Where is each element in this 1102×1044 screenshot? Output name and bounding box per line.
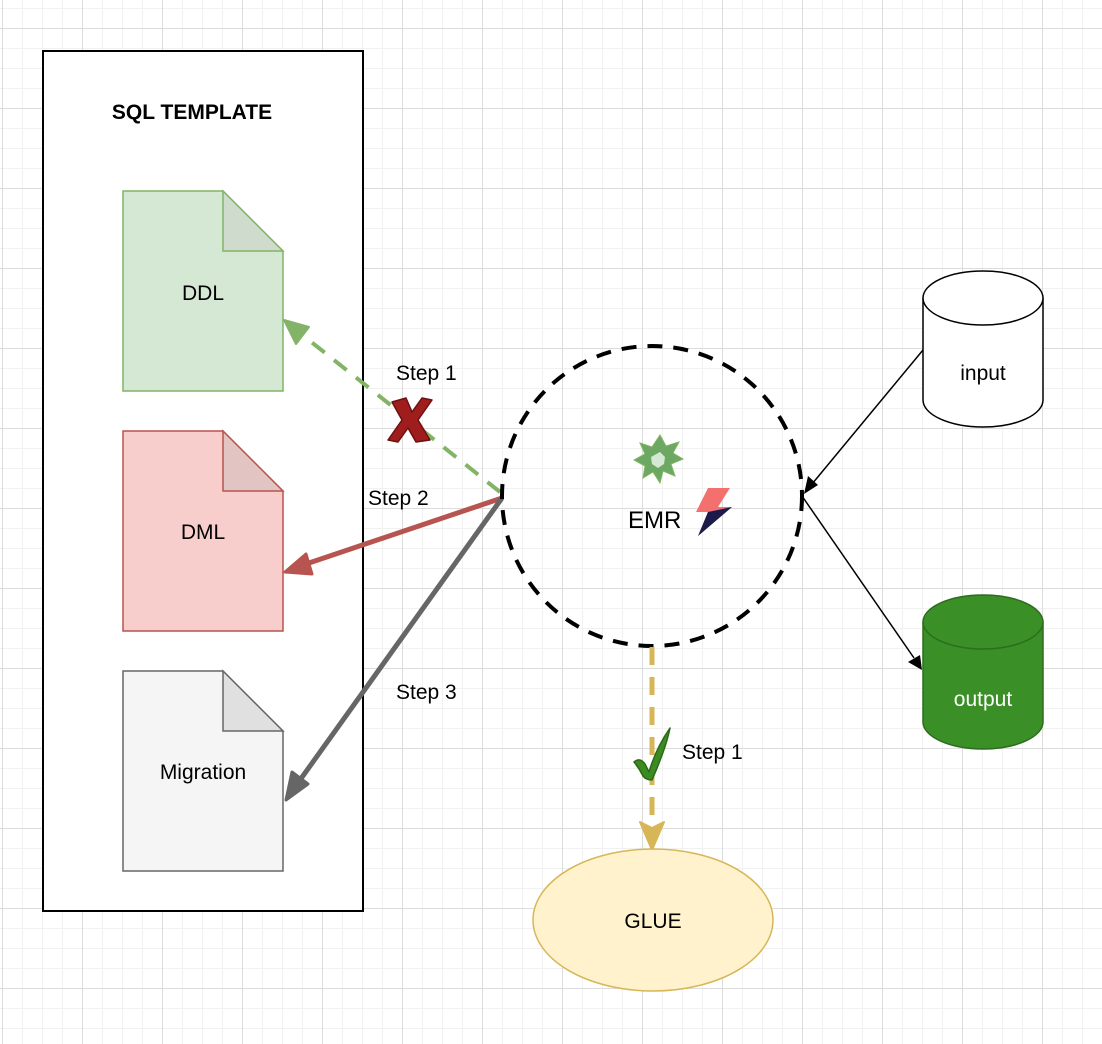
starburst-icon [632, 434, 685, 485]
x-mark-icon [387, 397, 433, 443]
emr-node[interactable]: EMR [500, 344, 804, 648]
ddl-document[interactable]: DDL [122, 189, 285, 392]
lightning-icon [696, 488, 732, 536]
glue-label: GLUE [624, 910, 681, 933]
glue-node[interactable]: GLUE [532, 848, 774, 992]
ddl-label: DDL [182, 282, 224, 305]
edge-step2-dml[interactable] [283, 495, 503, 576]
migration-document[interactable]: Migration [122, 669, 285, 872]
dml-document[interactable]: DML [122, 429, 285, 632]
dml-label: DML [181, 521, 225, 544]
edge-step3-migration[interactable] [284, 496, 505, 802]
migration-label: Migration [160, 761, 246, 784]
emr-label: EMR [628, 507, 681, 534]
output-datastore[interactable]: output [922, 594, 1044, 750]
step3-migration-label: Step 3 [396, 681, 457, 704]
edge-emr-output[interactable] [801, 495, 922, 670]
step1-glue-label: Step 1 [682, 741, 743, 764]
input-label: input [960, 362, 1006, 385]
input-datastore[interactable]: input [922, 270, 1044, 428]
step1-ddl-label: Step 1 [396, 362, 457, 385]
output-label: output [954, 688, 1013, 711]
edge-input-emr[interactable] [804, 349, 924, 494]
checkmark-icon [633, 727, 671, 781]
sql-template-title: SQL TEMPLATE [112, 101, 272, 124]
edge-step1-glue[interactable] [639, 647, 665, 851]
step2-dml-label: Step 2 [368, 487, 429, 510]
